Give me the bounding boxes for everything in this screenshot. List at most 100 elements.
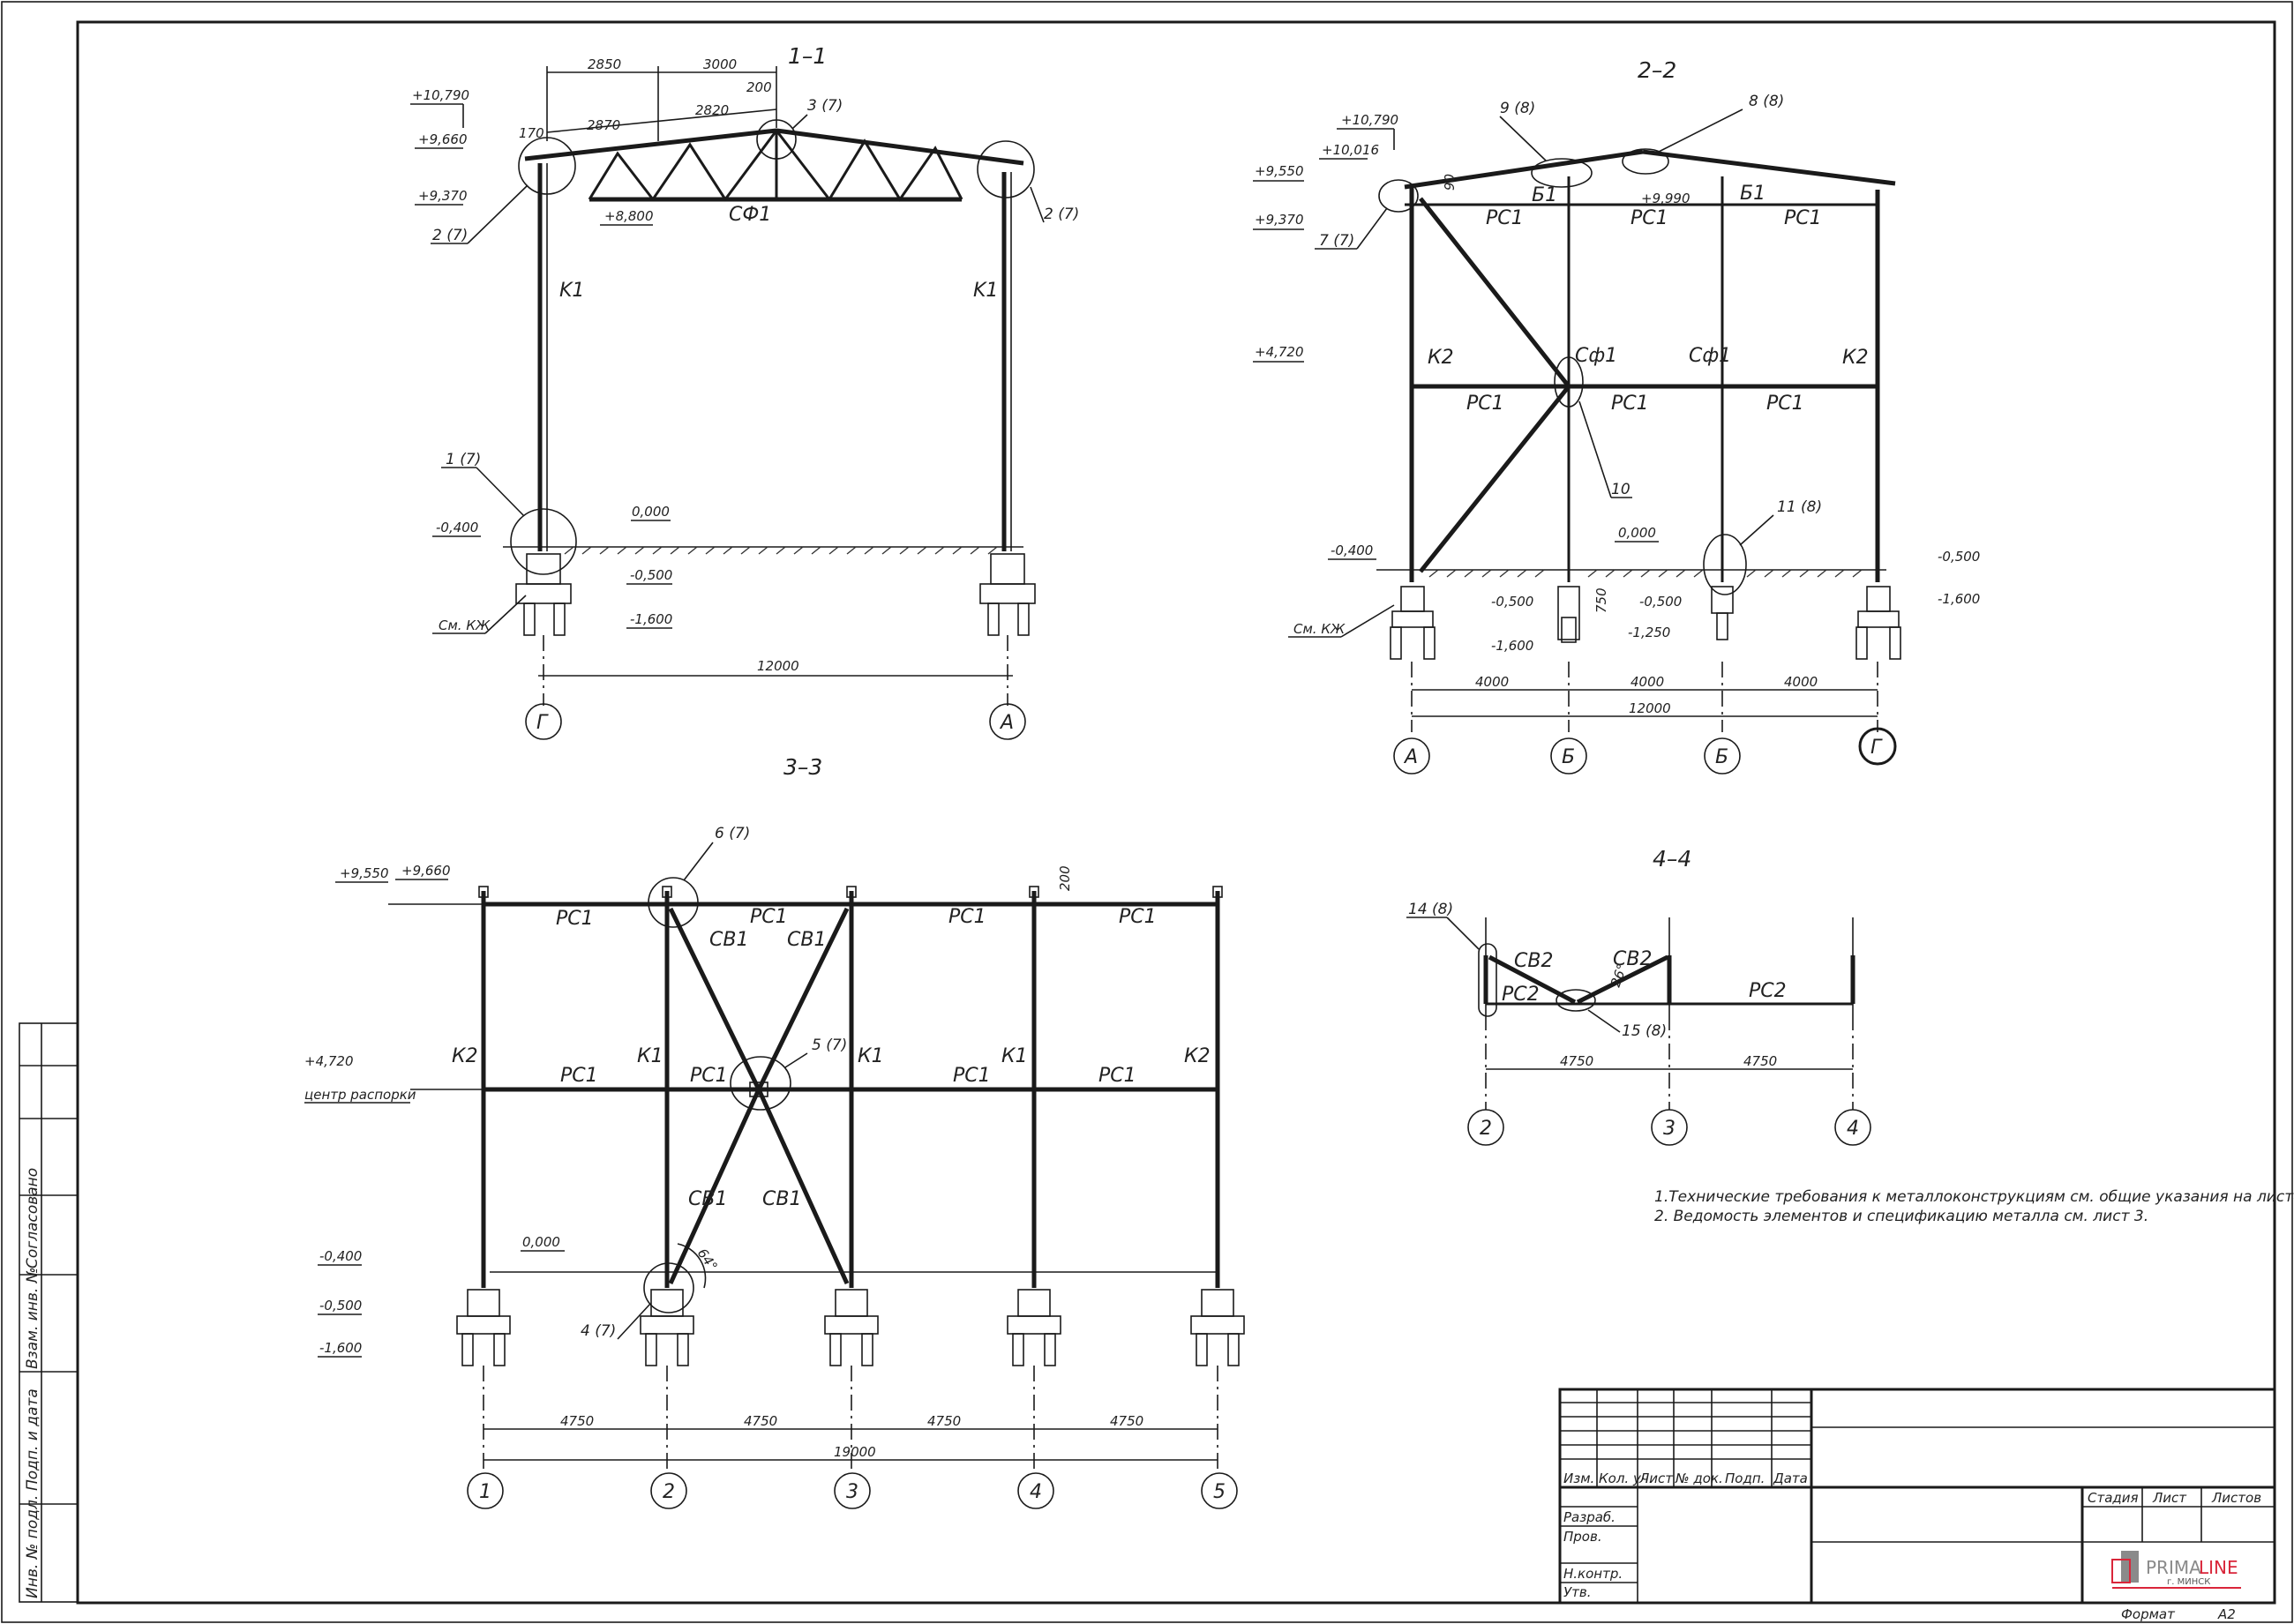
span-dimension-2-2: 12000 (1629, 700, 1671, 716)
truss-top-chord-left (524, 128, 777, 161)
dim-4000-1: 4000 (1475, 674, 1509, 690)
label-rc1-mid-2: РС1 (1611, 393, 1649, 415)
logo-city: г. МИНСК (2167, 1577, 2210, 1587)
axis-bubble-g (525, 703, 562, 740)
span-dimension: 12000 (757, 658, 799, 674)
callout-2-7-left: 2 (7) (432, 227, 468, 244)
brace-sv1-a (668, 907, 761, 1091)
label-rc2-left: РС2 (1502, 984, 1540, 1006)
label-col-k1-4: К1 (1001, 1045, 1028, 1067)
axis-label-3: 3 (846, 1481, 858, 1503)
level-2-minus-1600: -1,600 (1491, 638, 1533, 654)
brace-sv2-left (1488, 954, 1577, 1005)
callout-8-8: 8 (8) (1749, 93, 1784, 110)
stamp-inv-original: Инв. № подл. (24, 1495, 41, 1598)
section-3-3: 3–3 (304, 754, 1245, 1509)
label-rc1-3-top-4: РС1 (1119, 906, 1157, 928)
primaline-logo: PRIMA LINE г. МИНСК (2111, 1551, 2241, 1589)
level-2-0000: 0,000 (1618, 525, 1656, 541)
brace-upper (1419, 197, 1571, 388)
foundation-left (515, 553, 572, 636)
level-2-9370: +9,370 (1255, 212, 1304, 228)
column-label-right: K1 (973, 280, 998, 302)
axis-label-1: 1 (479, 1481, 491, 1503)
level-3-9660: +9,660 (401, 863, 451, 879)
label-sv1-4: СВ1 (762, 1188, 801, 1210)
dim-200: 200 (746, 79, 772, 95)
general-notes: 1.Технические требования к металлоконстр… (1654, 1188, 2294, 1225)
axis-4-4-label-2: 2 (1480, 1118, 1492, 1140)
level-2-minus-0500-a: -0,500 (1491, 594, 1533, 610)
dim-4750-1: 4750 (560, 1413, 594, 1429)
label-sv1-2: СВ1 (787, 929, 826, 951)
section-4-4: 4–4 СВ2 СВ2 РС2 РС2 26° 14 (8) 15 (8) 47… (1406, 846, 1871, 1146)
format-value: А2 (2217, 1606, 2236, 1622)
label-rc1-3-top-2: РС1 (750, 906, 788, 928)
callout-circle-4 (643, 1262, 694, 1313)
level-3-0000: 0,000 (522, 1234, 560, 1250)
level-10790: +10,790 (412, 87, 469, 103)
callout-9-8: 9 (8) (1500, 100, 1535, 117)
tb-sheets: Листов (2211, 1490, 2261, 1506)
section-2-2-title: 2–2 (1638, 57, 1676, 83)
logo-brand-b: LINE (2199, 1557, 2238, 1578)
callout-2-7-right: 2 (7) (1044, 206, 1079, 223)
label-col-k2-1: К2 (452, 1045, 478, 1067)
roof-beam-left (1404, 149, 1644, 190)
dim-90: 90 (1442, 174, 1458, 191)
level-minus-0500: -0,500 (630, 567, 672, 583)
section-1-1: 1–1 (410, 43, 1079, 740)
level-2-9990: +9,990 (1641, 191, 1691, 206)
dim-750: 750 (1593, 587, 1609, 613)
section-2-2: 2–2 (1253, 57, 1980, 775)
dim-3000: 3000 (703, 56, 737, 72)
format-label: Формат (2121, 1606, 2176, 1622)
level-3-9550: +9,550 (340, 865, 389, 881)
dim-4750-4: 4750 (1110, 1413, 1143, 1429)
level-3-4720: +4,720 (304, 1053, 354, 1069)
level-minus-1600: -1,600 (630, 611, 672, 627)
section-4-4-title: 4–4 (1653, 846, 1691, 872)
callout-14-8: 14 (8) (1408, 901, 1453, 918)
dim-2850: 2850 (588, 56, 621, 72)
section-1-1-title: 1–1 (788, 43, 827, 69)
axis-label-5: 5 (1213, 1481, 1226, 1503)
label-rc1-3-top-1: РС1 (556, 908, 594, 930)
tb-header-doc: № док. (1675, 1471, 1723, 1486)
dim-4750-2: 4750 (744, 1413, 777, 1429)
axis-label-a: А (999, 712, 1014, 734)
label-rc1-top-2: РС1 (1631, 207, 1668, 229)
label-rc1-3-top-3: РС1 (948, 906, 986, 928)
axis-label-4: 4 (1030, 1481, 1042, 1503)
label-b1-left: Б1 (1532, 184, 1557, 206)
tb-row-checked: Пров. (1563, 1529, 1602, 1545)
label-sv1-3: СВ1 (688, 1188, 727, 1210)
level-3-minus-1600: -1,600 (319, 1340, 362, 1356)
level-2-minus-0500-b: -0,500 (1639, 594, 1682, 610)
level-9660: +9,660 (418, 131, 468, 147)
dim-200-3-3: 200 (1057, 865, 1073, 891)
label-col-k1-3: К1 (858, 1045, 884, 1067)
span-dimension-3-3: 19000 (834, 1444, 876, 1460)
level-3-strut-center: центр распорки (304, 1087, 416, 1103)
dim-4000-2: 4000 (1631, 674, 1664, 690)
level-2-10790: +10,790 (1341, 112, 1398, 128)
callout-3-7: 3 (7) (807, 97, 843, 115)
tb-header-change: Изм. (1563, 1471, 1594, 1486)
label-rc2-right: РС2 (1749, 980, 1787, 1002)
label-rc1-mid-1: РС1 (1466, 393, 1504, 415)
dim-4000-3: 4000 (1784, 674, 1818, 690)
level-2-minus-1600-b: -1,600 (1938, 591, 1980, 607)
callout-6-7: 6 (7) (715, 825, 750, 842)
label-sf1-left: Сф1 (1575, 345, 1617, 367)
note-1: 1.Технические требования к металлоконстр… (1654, 1188, 2294, 1206)
callout-10: 10 (1611, 481, 1631, 498)
tb-stage: Стадия (2088, 1490, 2139, 1506)
label-sv2-left: СВ2 (1514, 950, 1553, 972)
axis-bubble-a (989, 703, 1026, 740)
side-stamp: Согласовано Взам. инв. № Подп. и дата Ин… (19, 1022, 79, 1603)
label-k2-left: К2 (1428, 347, 1454, 369)
level-minus-0400: -0,400 (436, 520, 478, 535)
tb-header-qty: Кол. уч. (1599, 1471, 1653, 1486)
